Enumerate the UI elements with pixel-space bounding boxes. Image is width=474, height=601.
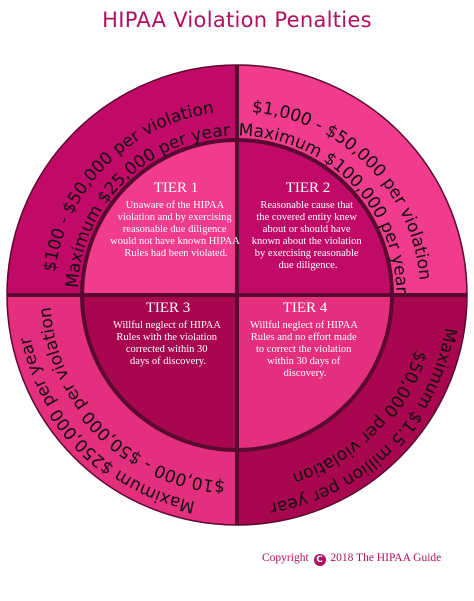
tier-3-panel: TIER 3 Willful neglect of HIPAA Rules wi… [113,300,223,367]
tier-4-description: Willful neglect of HIPAA Rules and no ef… [250,320,360,379]
copyright-icon: C [313,554,326,566]
tier-4-title: TIER 4 [283,300,328,316]
tier-3-description: Willful neglect of HIPAA Rules with the … [113,320,223,367]
tier-3-title: TIER 3 [146,300,191,316]
inner-segment-tier-4 [237,295,392,450]
copyright-text: 2018 The HIPAA Guide [330,552,442,564]
tier-1-title: TIER 1 [154,180,199,196]
tier-2-description: Reasonable cause that the covered entity… [252,200,365,271]
copyright-notice: Copyright C 2018 The HIPAA Guide [262,552,462,566]
tier-4-panel: TIER 4 Willful neglect of HIPAA Rules an… [250,300,360,379]
tier-1-description: Unaware of the HIPAA violation and by ex… [110,200,242,259]
tier-2-panel: TIER 2 Reasonable cause that the covered… [252,180,365,271]
page-title: HIPAA Violation Penalties [102,8,372,32]
tier-2-title: TIER 2 [286,180,331,196]
inner-segment-tier-3 [82,295,237,450]
copyright-prefix: Copyright [262,552,309,564]
inner-segment-tier-1 [82,140,237,295]
inner-segment-tier-2 [237,140,392,295]
tier-1-panel: TIER 1 Unaware of the HIPAA violation an… [110,180,242,259]
